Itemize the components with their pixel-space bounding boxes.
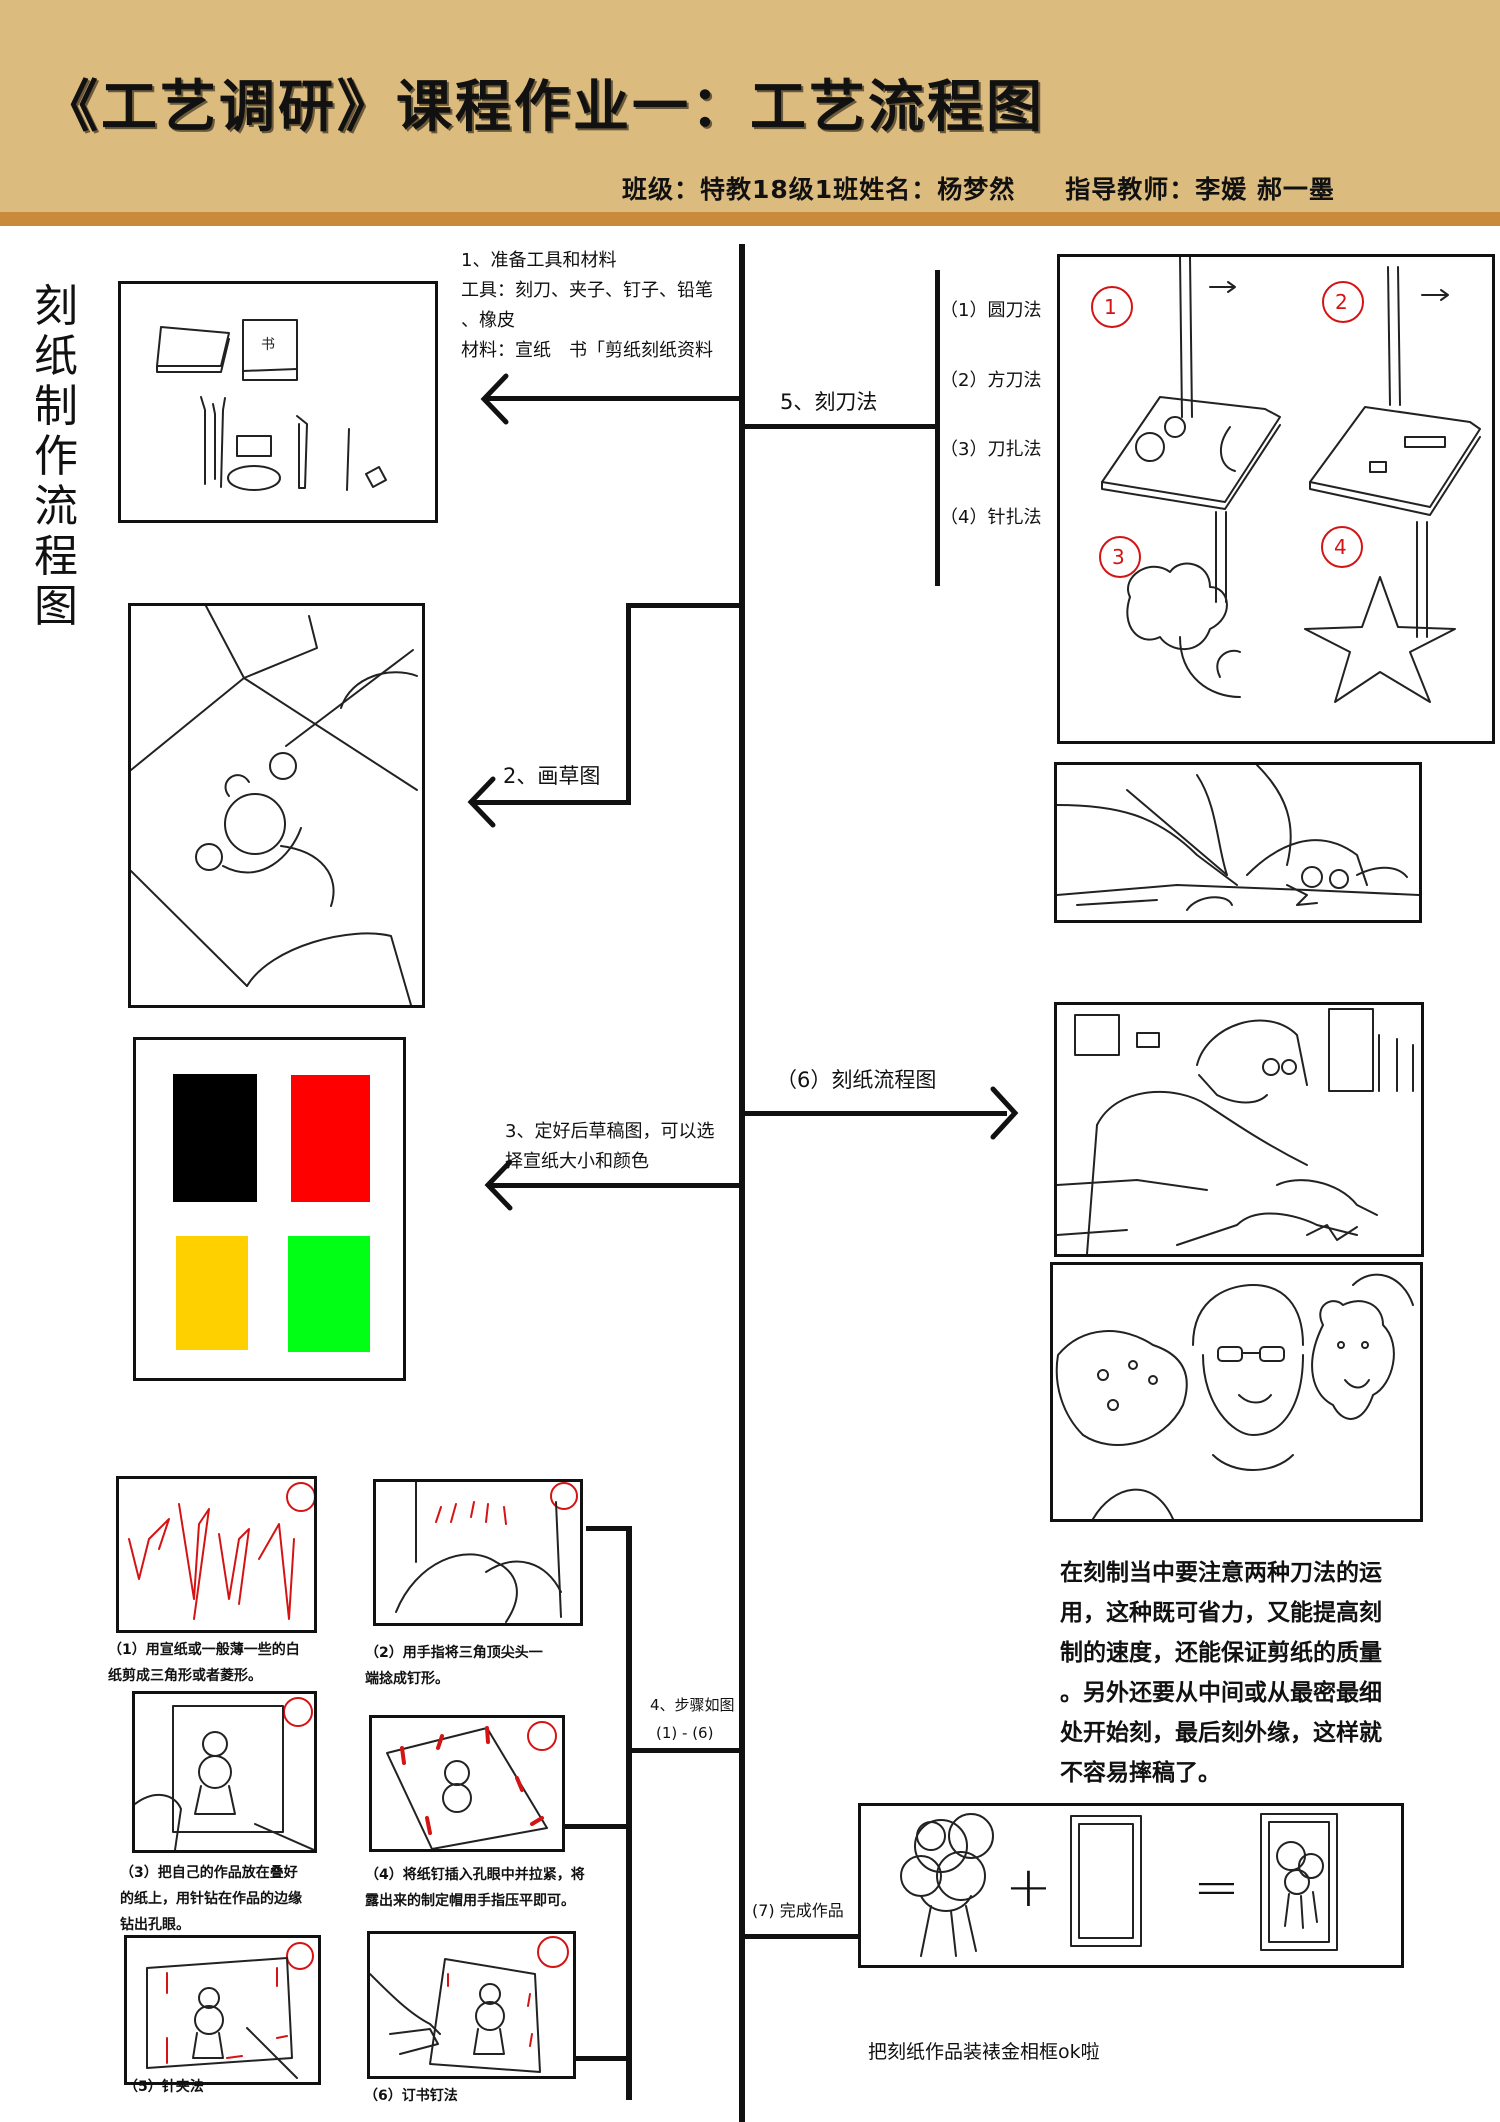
twisting-nails-sketch-icon [395,1482,578,1623]
svg-text:2: 2 [1335,290,1348,314]
tips-line: 在刻制当中要注意两种刀法的运 [1060,1560,1382,1586]
step7-finished-work-box [858,1803,1404,1968]
step2-draft-drawing-image [128,603,425,1008]
step7-equation-graphic [900,1813,1338,1957]
step7-caption: 把刻纸作品装裱金相框ok啦 [868,2041,1100,2063]
step5-method-2: （2）方刀法 [940,370,1042,391]
piercing-holes-sketch-icon [135,1697,314,1850]
step6-panel-artisan [1054,1002,1424,1257]
main-spine-line [739,244,745,2122]
step5-method-1: （1）圆刀法 [940,300,1042,321]
step6-connector [742,1111,1007,1116]
substep-2-caption: （2）用手指将三角顶尖头一 端捻成钉形。 [365,1645,543,1687]
step3-arrowhead-icon [484,1159,513,1211]
step1-tools-image: 书 [118,281,438,523]
inserting-nails-sketch-icon [386,1721,557,1849]
substep-5-image [124,1935,321,2085]
substep-4-image [369,1715,565,1852]
equals-sign: = [1193,1855,1240,1920]
substep-1-caption: （1）用宣纸或一般薄一些的白 纸剪成三角形或者菱形。 [108,1642,300,1684]
drawing-hand-sketch-icon [131,606,418,1005]
paper-triangles-sketch-icon [128,1482,314,1620]
substep-3-image [132,1691,317,1853]
artisan-at-desk-sketch-icon [1057,1008,1414,1254]
step7-title: (7) 完成作品 [752,1901,844,1920]
substep-3-caption: （3）把自己的作品放在叠好 的纸上，用针钻在作品的边缘 钻出孔眼。 [120,1865,302,1933]
swatch-green [288,1236,370,1352]
step6-panel-finished-works [1050,1262,1423,1522]
swatch-black [173,1074,257,1202]
svg-text:3: 3 [1112,545,1125,569]
step4-connector [630,1748,742,1753]
step1-arrowhead-icon [480,373,509,425]
step6-arrowhead-icon [990,1086,1019,1140]
carving-hands-sketch-icon [1057,765,1419,911]
step1-tools-line1: 工具：刻刀、夹子、钉子、铅笔 [461,280,713,301]
byline: 班级：特教18级1班姓名：杨梦然 指导教师：李媛 郝一墨 [622,170,1335,206]
tips-line: 用，这种既可省力，又能提高刻 [1060,1600,1382,1626]
step6-title: （6）刻纸流程图 [776,1068,937,1092]
step1-materials: 材料：宣纸 书「剪纸刻纸资料 [461,340,713,361]
teacher-label: 指导教师：李媛 郝一墨 [1065,175,1335,204]
substep-6-caption: （6）订书钉法 [364,2088,458,2104]
class-label: 班级：特教18级1班 [622,175,860,204]
svg-text:书: 书 [261,337,275,353]
substep-2-image [373,1479,583,1626]
tips-line: 制的速度，还能保证剪纸的质量 [1060,1640,1382,1666]
header-banner [0,0,1500,212]
step5-knife-methods-image: 1 2 3 4 [1057,254,1495,744]
knife-methods-sketch-icon: 1 2 3 4 [1091,257,1481,703]
page-title: 《工艺调研》课程作业一：工艺流程图 [42,75,1045,140]
tips-line: 不容易摔稿了。 [1060,1760,1221,1786]
svg-text:4: 4 [1334,535,1347,559]
step4-line2: (1) - (6) [656,1724,714,1742]
step2-title: 2、画草图 [503,764,601,788]
name-label: 姓名：杨梦然 [859,175,1016,204]
step2-arrowhead-icon [467,776,496,828]
artisan-with-paper-cuts-sketch-icon [1055,1273,1414,1519]
swatch-yellow [176,1236,248,1350]
step3-paper-colors-image [133,1037,406,1381]
side-title: 刻纸制作流程图 [34,281,78,632]
step1-connector [486,396,742,401]
svg-text:1: 1 [1104,295,1117,319]
step3-line2: 择宣纸大小和颜色 [505,1151,649,1172]
step5-method-3: （3）刀扎法 [940,439,1042,460]
step5-title: 5、刻刀法 [780,390,878,414]
tools-sketch-icon: 书 [156,319,387,491]
tips-line: 。另外还要从中间或从最密最细 [1060,1680,1382,1706]
step6-panel-carving [1054,762,1422,923]
substep-5-caption: （5）针夹法 [124,2079,204,2095]
step1-tools-line2: 、橡皮 [461,310,515,331]
step2-connector [472,800,631,805]
step4-bracket-mid [558,1824,630,1829]
stapler-method-sketch-icon [370,1936,569,2073]
swatch-red [291,1075,370,1202]
plus-sign: + [1005,1855,1052,1920]
substep-4-caption: （4）将纸钉插入孔眼中并拉紧，将 露出来的制定帽用手指压平即可。 [365,1867,585,1909]
step5-branch-line [935,270,940,586]
step4-bracket-top [586,1526,632,1531]
substep-1-image [116,1476,317,1633]
step4-bracket-vertical [626,1526,632,2100]
step5-connector [742,424,938,429]
step7-connector [742,1934,860,1939]
substep-6-image [367,1931,576,2079]
header-stripe [0,212,1500,226]
step1-title: 1、准备工具和材料 [461,250,617,271]
step3-connector [490,1183,742,1188]
step4-line1: 4、步骤如图 [650,1696,735,1714]
step3-line1: 3、定好后草稿图，可以选 [505,1121,715,1142]
step2-connector-top [626,603,742,608]
step2-connector-vertical [626,603,631,805]
step4-bracket-bottom [572,2056,630,2061]
pin-clip-method-sketch-icon [146,1942,314,2079]
step5-method-4: （4）针扎法 [940,507,1042,528]
tips-line: 处开始刻，最后刻外缘，这样就 [1060,1720,1382,1746]
